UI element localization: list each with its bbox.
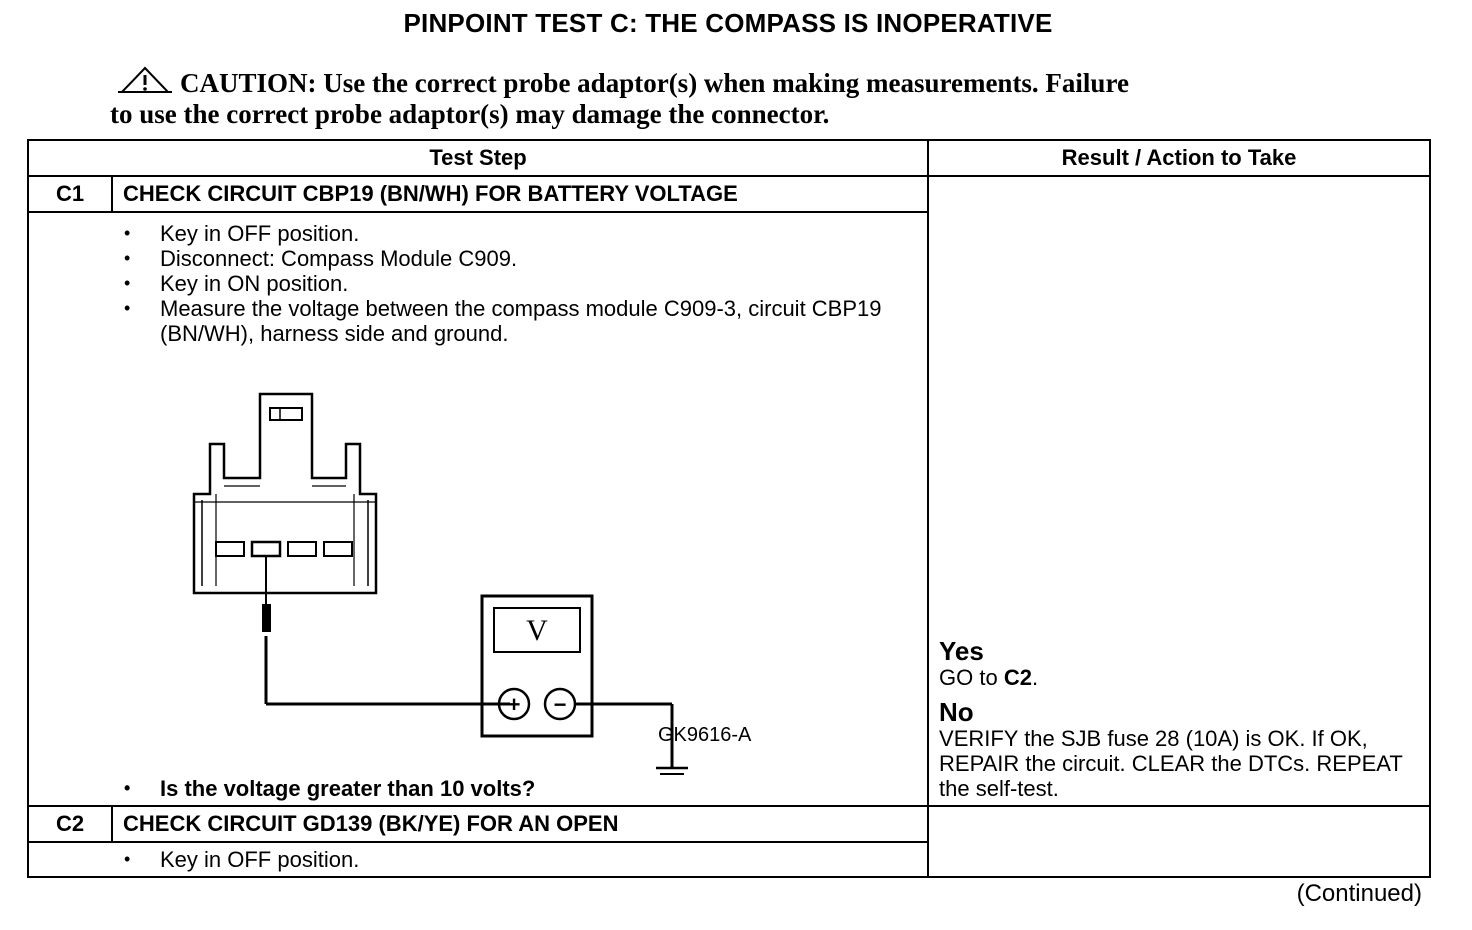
- header-result: Result / Action to Take: [927, 139, 1432, 177]
- page-title: PINPOINT TEST C: THE COMPASS IS INOPERAT…: [403, 8, 1053, 38]
- step-id-c2: C2: [27, 805, 113, 843]
- yes-target[interactable]: C2: [1003, 665, 1032, 690]
- meter-symbol: V: [526, 614, 548, 647]
- step-spacer-c2: [27, 841, 112, 878]
- result-cell-c1: Yes GO to C2. No VERIFY the SJB fuse 28 …: [927, 175, 1432, 807]
- yes-action: GO to C2.: [939, 665, 1039, 690]
- continued-note: (Continued): [1296, 880, 1422, 907]
- plus-terminal: +: [508, 692, 521, 717]
- list-item: Key in OFF position.: [122, 847, 927, 872]
- yes-label: Yes: [939, 636, 984, 666]
- no-label: No: [939, 697, 974, 727]
- step-c1-bullets: Key in OFF position. Disconnect: Compass…: [112, 213, 927, 346]
- figure-id: GK9616-A: [658, 724, 752, 746]
- no-action: VERIFY the SJB fuse 28 (10A) is OK. If O…: [939, 726, 1403, 801]
- caution-line2: to use the correct probe adaptor(s) may …: [110, 99, 830, 129]
- voltage-measurement-diagram: V + − GK9616-A: [112, 346, 927, 776]
- caution-line1: Use the correct probe adaptor(s) when ma…: [323, 68, 1129, 98]
- step-c1-question: Is the voltage greater than 10 volts?: [122, 776, 927, 801]
- step-body-c1: Key in OFF position. Disconnect: Compass…: [112, 211, 930, 807]
- caution-label: CAUTION:: [180, 68, 317, 98]
- list-item: Disconnect: Compass Module C909.: [122, 246, 927, 271]
- result-c1: Yes GO to C2. No VERIFY the SJB fuse 28 …: [939, 637, 1425, 801]
- list-item: Key in OFF position.: [122, 221, 927, 246]
- step-heading-c1: CHECK CIRCUIT CBP19 (BN/WH) FOR BATTERY …: [110, 175, 930, 213]
- step-body-c2: Key in OFF position.: [112, 841, 930, 878]
- list-item: Measure the voltage between the compass …: [122, 296, 927, 346]
- result-cell-c2: [927, 805, 1432, 878]
- connector-voltmeter-figure: V + −: [192, 392, 688, 775]
- step-spacer-c1: [27, 211, 112, 807]
- step-c1-question-list: Is the voltage greater than 10 volts?: [112, 776, 927, 805]
- step-c2-bullets: Key in OFF position.: [112, 843, 927, 876]
- step-id-c1: C1: [27, 175, 113, 213]
- header-test-step: Test Step: [26, 139, 930, 177]
- pinpoint-test-table: Test Step Result / Action to Take C1 CHE…: [26, 139, 1432, 878]
- step-heading-c2: CHECK CIRCUIT GD139 (BK/YE) FOR AN OPEN: [110, 805, 930, 843]
- warning-triangle-icon: [118, 66, 172, 93]
- list-item: Key in ON position.: [122, 271, 927, 296]
- minus-terminal: −: [554, 692, 567, 717]
- caution-note: CAUTION: Use the correct probe adaptor(s…: [110, 66, 1340, 130]
